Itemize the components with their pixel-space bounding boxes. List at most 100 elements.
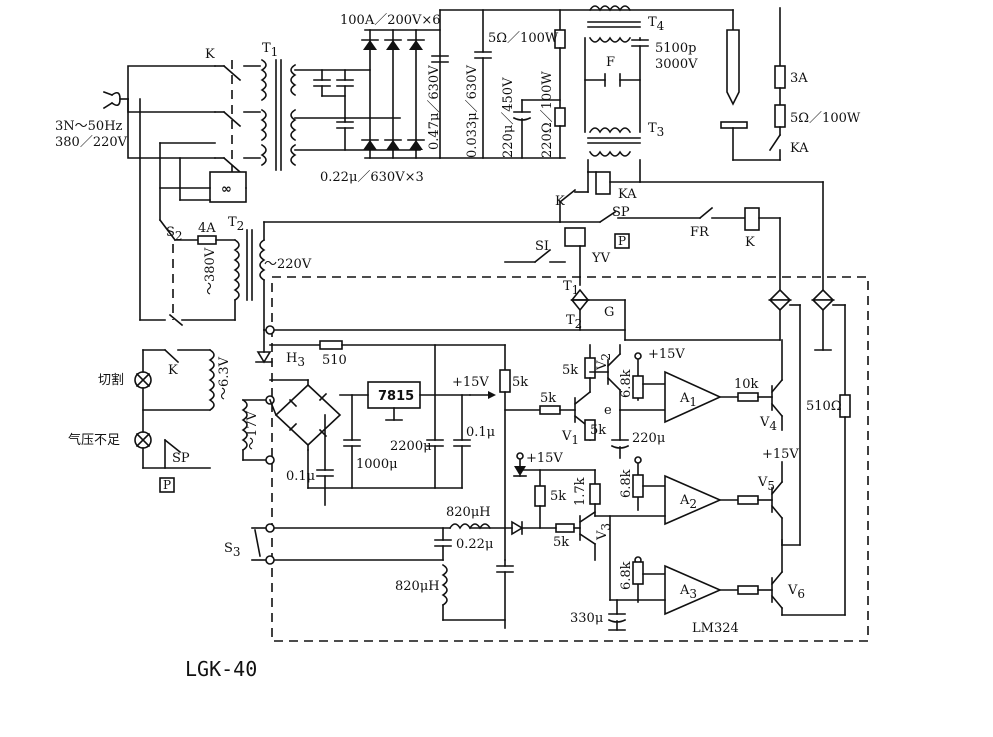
lamp-gas-label: 气压不足 bbox=[68, 432, 120, 448]
supply-line2: 380／220V bbox=[55, 135, 128, 150]
thyristor-t2-label: T2 bbox=[566, 313, 582, 331]
plus15-label-a: +15V bbox=[452, 375, 489, 390]
opamp-a3 bbox=[664, 564, 723, 616]
spark-gap-f bbox=[584, 73, 641, 87]
k-coil bbox=[744, 207, 760, 231]
diode-bridge bbox=[361, 29, 441, 159]
cap-01b-label: 0.1μ bbox=[466, 425, 495, 440]
lamp-cut-icon bbox=[134, 371, 152, 389]
v4-label: V4 bbox=[759, 415, 777, 433]
v6-label: V6 bbox=[787, 583, 805, 601]
res-5-right-label: 5Ω／100W bbox=[790, 111, 861, 126]
pressure-p2-symbol: P bbox=[163, 478, 171, 492]
fuse-3a-label: 3A bbox=[790, 71, 808, 86]
fan-block bbox=[209, 171, 247, 203]
t3-label: T3 bbox=[648, 121, 664, 139]
reg-7815-label: 7815 bbox=[378, 389, 414, 404]
k-lamp-label: K bbox=[168, 363, 178, 378]
res-68k-b-label: 6.8k bbox=[619, 469, 634, 498]
res-220-label: 220Ω／100W bbox=[540, 71, 555, 158]
ind-820-b-label: 820μH bbox=[395, 579, 440, 594]
v220-label: ～220V bbox=[264, 257, 312, 272]
res-5k-d-label: 5k bbox=[590, 423, 606, 438]
res-5k-c-label: 5k bbox=[562, 363, 578, 378]
plus15-label-c: +15V bbox=[762, 447, 799, 462]
diodes-label: 100A／200V×6 bbox=[340, 13, 441, 28]
mains-plug-icon bbox=[102, 90, 129, 110]
res-510-label: 510 bbox=[322, 353, 347, 368]
res-68k-a-label: 6.8k bbox=[619, 369, 634, 398]
relay-ka-contact-label: KA bbox=[790, 141, 809, 156]
k-contact-label: K bbox=[555, 194, 565, 209]
res-5-top-label: 5Ω／100W bbox=[488, 31, 559, 46]
opamp-a1 bbox=[664, 370, 722, 424]
model-label: LGK-40 bbox=[185, 657, 257, 681]
transformer-t4 bbox=[587, 5, 641, 43]
cap-01a-label: 0.1μ bbox=[286, 469, 315, 484]
contactor-k-contacts bbox=[214, 60, 261, 175]
transistor-v4 bbox=[770, 378, 784, 418]
res-5k-b-label: 5k bbox=[540, 391, 556, 406]
v2-label: V2 bbox=[595, 353, 613, 371]
t2-label: T2 bbox=[228, 215, 244, 233]
cap-047-label: 0.47μ／630V bbox=[427, 65, 442, 150]
relay-ka-coil-label: KA bbox=[618, 187, 637, 202]
v3-label: V3 bbox=[595, 523, 613, 541]
cap-330u-label: 330μ bbox=[570, 611, 603, 626]
opamp-a2-label: A2 bbox=[679, 493, 697, 511]
k-coil-label: K bbox=[745, 235, 755, 250]
v17-label: ～17V bbox=[245, 410, 260, 450]
res-5k-f-label: 5k bbox=[553, 535, 569, 550]
torch-electrode bbox=[720, 9, 781, 161]
plus15-label-d: +15V bbox=[526, 451, 563, 466]
gate-label: G bbox=[604, 305, 614, 320]
res-68k-c-label: 6.8k bbox=[619, 561, 634, 590]
transformer-t1 bbox=[260, 58, 297, 171]
cap-2200-label: 2200μ bbox=[390, 439, 432, 454]
yv-label: YV bbox=[591, 251, 611, 266]
opamp-a1-label: A1 bbox=[679, 391, 697, 409]
cap-220-label: 220μ／450V bbox=[501, 77, 516, 158]
lamp-cut-label: 切割 bbox=[98, 372, 124, 388]
ind-820-a-label: 820μH bbox=[446, 505, 491, 520]
cap-1000-label: 1000μ bbox=[356, 457, 398, 472]
triac-right-1 bbox=[768, 288, 792, 341]
plus15-label-b: +15V bbox=[648, 347, 685, 362]
transistor-v3 bbox=[578, 510, 597, 546]
transformer-t3 bbox=[587, 127, 641, 157]
fr-label: FR bbox=[690, 225, 710, 240]
opamp-a2 bbox=[664, 474, 723, 526]
t1-label: T1 bbox=[262, 41, 278, 59]
caps-0.22u bbox=[313, 69, 354, 151]
transistor-v2 bbox=[589, 352, 622, 392]
fan-symbol: ∞ bbox=[221, 182, 232, 197]
v5-label: V5 bbox=[757, 475, 775, 493]
h3-label: H3 bbox=[286, 351, 305, 369]
sp-lamp-label: SP bbox=[172, 451, 190, 466]
pressure-p-symbol: P bbox=[618, 234, 626, 248]
spark-gap-label: F bbox=[606, 55, 615, 70]
res-5k-a-label: 5k bbox=[512, 375, 528, 390]
transformer-t2 bbox=[233, 229, 266, 302]
t4-label: T4 bbox=[648, 15, 665, 33]
res-10k-label: 10k bbox=[734, 377, 759, 392]
res-17k-label: 1.7k bbox=[573, 477, 588, 506]
pressure-switch-p bbox=[614, 233, 630, 249]
cap-022u-label: 0.22μ bbox=[456, 537, 493, 552]
res-510ohm-label: 510Ω bbox=[806, 399, 842, 414]
supply-line1: 3N～50Hz bbox=[55, 119, 123, 134]
valve-yv bbox=[564, 227, 586, 247]
lm324-label: LM324 bbox=[692, 621, 739, 636]
thyristor-t1-label: T1 bbox=[563, 279, 579, 297]
cap-022-label: 0.22μ／630V×3 bbox=[320, 170, 424, 185]
cap-0033-label: 0.033μ／630V bbox=[465, 65, 480, 158]
lamp-gas-icon bbox=[134, 431, 152, 449]
relay-ka-coil bbox=[595, 171, 611, 195]
cap-220u-label: 220μ bbox=[632, 431, 665, 446]
cap-5100-label2: 3000V bbox=[655, 57, 698, 72]
bridge-rectifier bbox=[274, 383, 342, 447]
transistor-v6 bbox=[770, 570, 784, 610]
cap-5100-label1: 5100p bbox=[655, 41, 696, 56]
opamp-a3-label: A3 bbox=[679, 583, 697, 601]
